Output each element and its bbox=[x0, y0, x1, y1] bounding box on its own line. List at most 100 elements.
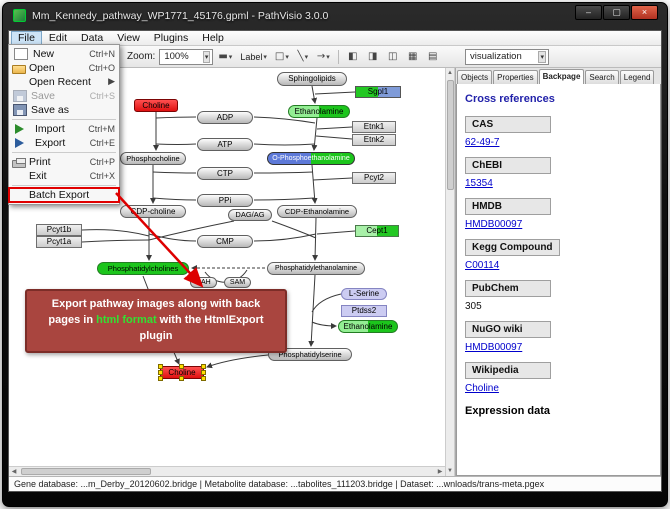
pathway-node-dag-ag[interactable]: DAG/AG bbox=[228, 209, 272, 221]
tab-objects[interactable]: Objects bbox=[457, 70, 493, 84]
label-tool-button[interactable]: Label▾ bbox=[237, 48, 270, 65]
pathway-node-cdp-choline[interactable]: CDP-choline bbox=[120, 205, 186, 218]
visualization-select[interactable]: visualization ▾ bbox=[465, 48, 549, 65]
submenu-arrow-icon: ▶ bbox=[108, 77, 115, 87]
pathway-node-choline[interactable]: Choline bbox=[158, 364, 206, 381]
selection-handle[interactable] bbox=[201, 369, 206, 375]
pathway-node-cdp-ethanolamine[interactable]: CDP-Ethanolamine bbox=[277, 205, 357, 218]
tab-properties[interactable]: Properties bbox=[493, 70, 538, 84]
crossref-source-name: Wikipedia bbox=[465, 362, 551, 379]
pathway-node-o-phosphoethanolamine[interactable]: O-Phosphoethanolamine bbox=[267, 152, 355, 165]
scrollbar-thumb[interactable] bbox=[447, 80, 454, 190]
menu-plugins[interactable]: Plugins bbox=[153, 32, 189, 44]
scroll-down-icon[interactable]: ▼ bbox=[447, 468, 453, 474]
pathway-node-pcyt1a[interactable]: Pcyt1a bbox=[36, 236, 82, 248]
crossref-link[interactable]: HMDB00097 bbox=[465, 342, 523, 353]
statusbar-text: Gene database: ...m_Derby_20120602.bridg… bbox=[14, 479, 545, 489]
line-tool-button[interactable]: ╲▾ bbox=[294, 48, 312, 65]
selection-handle[interactable] bbox=[179, 376, 184, 381]
selection-handle[interactable] bbox=[201, 376, 206, 381]
minimize-button[interactable]: – bbox=[575, 5, 602, 20]
menu-help[interactable]: Help bbox=[202, 32, 224, 44]
pathway-node-ethanolamine[interactable]: Ethanolamine bbox=[338, 320, 398, 333]
crossref-source-name: Kegg Compound bbox=[465, 239, 560, 256]
pathway-node-phosphatidylserine[interactable]: Phosphatidylserine bbox=[268, 348, 352, 361]
pathway-node-ppi[interactable]: PPi bbox=[197, 194, 253, 207]
pathway-node-pcyt2[interactable]: Pcyt2 bbox=[352, 172, 396, 184]
pathway-node-l-serine[interactable]: L-Serine bbox=[341, 288, 387, 300]
scroll-up-icon[interactable]: ▲ bbox=[447, 70, 453, 76]
menu-item-label: Import bbox=[35, 123, 65, 135]
pathway-node-sam[interactable]: SAM bbox=[224, 277, 251, 288]
tab-backpage[interactable]: Backpage bbox=[538, 69, 585, 84]
maximize-button[interactable]: ▢ bbox=[603, 5, 630, 20]
pathway-node-etnk2[interactable]: Etnk2 bbox=[352, 134, 396, 146]
pathway-node-adp[interactable]: ADP bbox=[197, 111, 253, 124]
close-button[interactable]: × bbox=[631, 5, 658, 20]
pathway-node-ptdss2[interactable]: Ptdss2 bbox=[341, 305, 387, 317]
connector-tool-button[interactable]: →▾ bbox=[314, 48, 333, 65]
pathway-node-cept1[interactable]: Cept1 bbox=[355, 225, 399, 237]
tab-legend[interactable]: Legend bbox=[619, 70, 655, 84]
selection-handle[interactable] bbox=[158, 364, 163, 369]
canvas-vertical-scrollbar[interactable]: ▲ ▼ bbox=[445, 68, 455, 476]
scroll-left-icon[interactable]: ◀ bbox=[11, 469, 17, 475]
crossref-link[interactable]: 62-49-7 bbox=[465, 137, 500, 148]
crossref-link[interactable]: C00114 bbox=[465, 260, 500, 271]
pathway-node-ctp[interactable]: CTP bbox=[197, 167, 253, 180]
align-vertical-button[interactable]: ◨ bbox=[368, 50, 378, 62]
pathway-node-pcyt1b[interactable]: Pcyt1b bbox=[36, 224, 82, 236]
menu-data[interactable]: Data bbox=[81, 32, 104, 44]
selection-handle[interactable] bbox=[158, 369, 163, 375]
file-menu-item-open-recent[interactable]: Open Recent ▶ bbox=[9, 75, 119, 89]
zoom-select[interactable]: 100% ▾ bbox=[159, 48, 214, 65]
crossref-link[interactable]: 15354 bbox=[465, 178, 493, 189]
file-menu-item-batch-export[interactable]: Batch Export bbox=[8, 187, 120, 203]
stack-button[interactable]: ▤ bbox=[428, 50, 438, 62]
node-label: Ethanolamine bbox=[343, 322, 393, 331]
pathway-node-phosphatidylethanolamine[interactable]: Phosphatidylethanolamine bbox=[267, 262, 365, 275]
crossref-link[interactable]: Choline bbox=[465, 383, 499, 394]
scrollbar-thumb[interactable] bbox=[21, 468, 151, 475]
statusbar: Gene database: ...m_Derby_20120602.bridg… bbox=[9, 476, 661, 491]
scroll-right-icon[interactable]: ▶ bbox=[437, 469, 443, 475]
pathway-node-sah[interactable]: SAH bbox=[190, 277, 217, 288]
pathway-node-ethanolamine[interactable]: Ethanolamine bbox=[288, 105, 350, 118]
file-menu-item-save-as[interactable]: Save as bbox=[9, 103, 119, 117]
pathway-node-phosphocholine[interactable]: Phosphocholine bbox=[120, 152, 186, 165]
selection-handle[interactable] bbox=[201, 364, 206, 369]
distribute-button[interactable]: ▦ bbox=[408, 50, 418, 62]
menu-file[interactable]: File bbox=[11, 31, 42, 45]
shape-tool-button[interactable]: □▾ bbox=[272, 48, 292, 65]
pathway-node-sgpl1[interactable]: Sgpl1 bbox=[355, 86, 401, 98]
align-center-button[interactable]: ◫ bbox=[388, 50, 398, 62]
node-label: CDP-Ethanolamine bbox=[284, 207, 350, 216]
align-horizontal-button[interactable]: ◧ bbox=[348, 50, 358, 62]
menu-view[interactable]: View bbox=[117, 32, 140, 44]
pathway-node-phosphatidylcholines[interactable]: Phosphatidylcholines bbox=[97, 262, 189, 275]
pathway-node-sphingolipids[interactable]: Sphingolipids bbox=[277, 72, 347, 86]
titlebar[interactable]: Mm_Kennedy_pathway_WP1771_45176.gpml - P… bbox=[2, 2, 668, 30]
pathway-node-choline[interactable]: Choline bbox=[134, 99, 178, 112]
selection-handle[interactable] bbox=[158, 376, 163, 381]
canvas-horizontal-scrollbar[interactable]: ◀ ▶ bbox=[9, 466, 445, 476]
pathway-node-etnk1[interactable]: Etnk1 bbox=[352, 121, 396, 133]
menu-item-label: Open bbox=[29, 62, 55, 74]
gene-product-tool-button[interactable]: ▬▾ bbox=[215, 48, 235, 65]
tab-search[interactable]: Search bbox=[585, 70, 619, 84]
crossref-link[interactable]: HMDB00097 bbox=[465, 219, 523, 230]
pathway-node-atp[interactable]: ATP bbox=[197, 138, 253, 151]
pathway-node-cmp[interactable]: CMP bbox=[197, 235, 253, 248]
selection-handle[interactable] bbox=[179, 364, 184, 369]
menu-edit[interactable]: Edit bbox=[48, 32, 68, 44]
menu-item-label: Open Recent bbox=[29, 76, 91, 88]
